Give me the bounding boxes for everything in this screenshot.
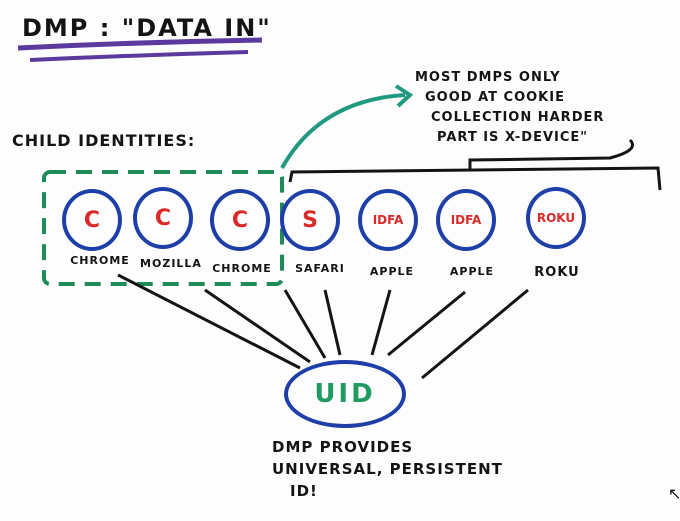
mouse-cursor-icon: ↖ — [668, 484, 680, 503]
title-underline-2 — [29, 50, 249, 62]
child-identities-label: Child Identities: — [12, 131, 196, 150]
identity-node-chrome-2: C — [210, 189, 270, 251]
bottom-line: universal, persistent — [272, 460, 503, 478]
identity-node-chrome: C — [62, 189, 122, 251]
node-label: Apple — [369, 265, 415, 278]
node-label: Mozilla — [140, 257, 202, 270]
note-text: Most DMPs only good at cookie collection… — [415, 68, 604, 148]
node-label: Safari — [295, 262, 345, 275]
arrow-head — [394, 84, 414, 108]
node-label: Chrome — [70, 254, 130, 267]
curved-arrow — [280, 93, 406, 169]
identity-node-safari: S — [280, 189, 340, 251]
uid-node: UID — [284, 360, 406, 428]
title-underline — [17, 37, 263, 51]
bottom-text: DMP provides universal, persistent ID! — [272, 436, 503, 502]
identity-node-roku: ROKU — [526, 187, 586, 249]
note-line: good at cookie — [425, 90, 565, 105]
page-title: DMP : "DATA IN" — [22, 14, 272, 42]
browser-group-dashed-box — [42, 170, 284, 286]
note-line: collection harder — [431, 110, 605, 125]
device-bracket — [288, 138, 662, 191]
node-label: Apple — [449, 265, 495, 278]
identity-node-idfa-2: IDFA — [436, 189, 496, 251]
bottom-line: ID! — [290, 482, 318, 500]
identity-node-idfa: IDFA — [358, 189, 418, 251]
node-label: Roku — [534, 265, 580, 280]
connection-lines — [117, 273, 529, 380]
bottom-line: DMP provides — [272, 438, 414, 456]
node-label: Chrome — [212, 262, 272, 275]
note-line: part is X-device" — [437, 130, 589, 145]
note-line: Most DMPs only — [415, 70, 561, 85]
identity-node-mozilla: C — [133, 187, 193, 249]
